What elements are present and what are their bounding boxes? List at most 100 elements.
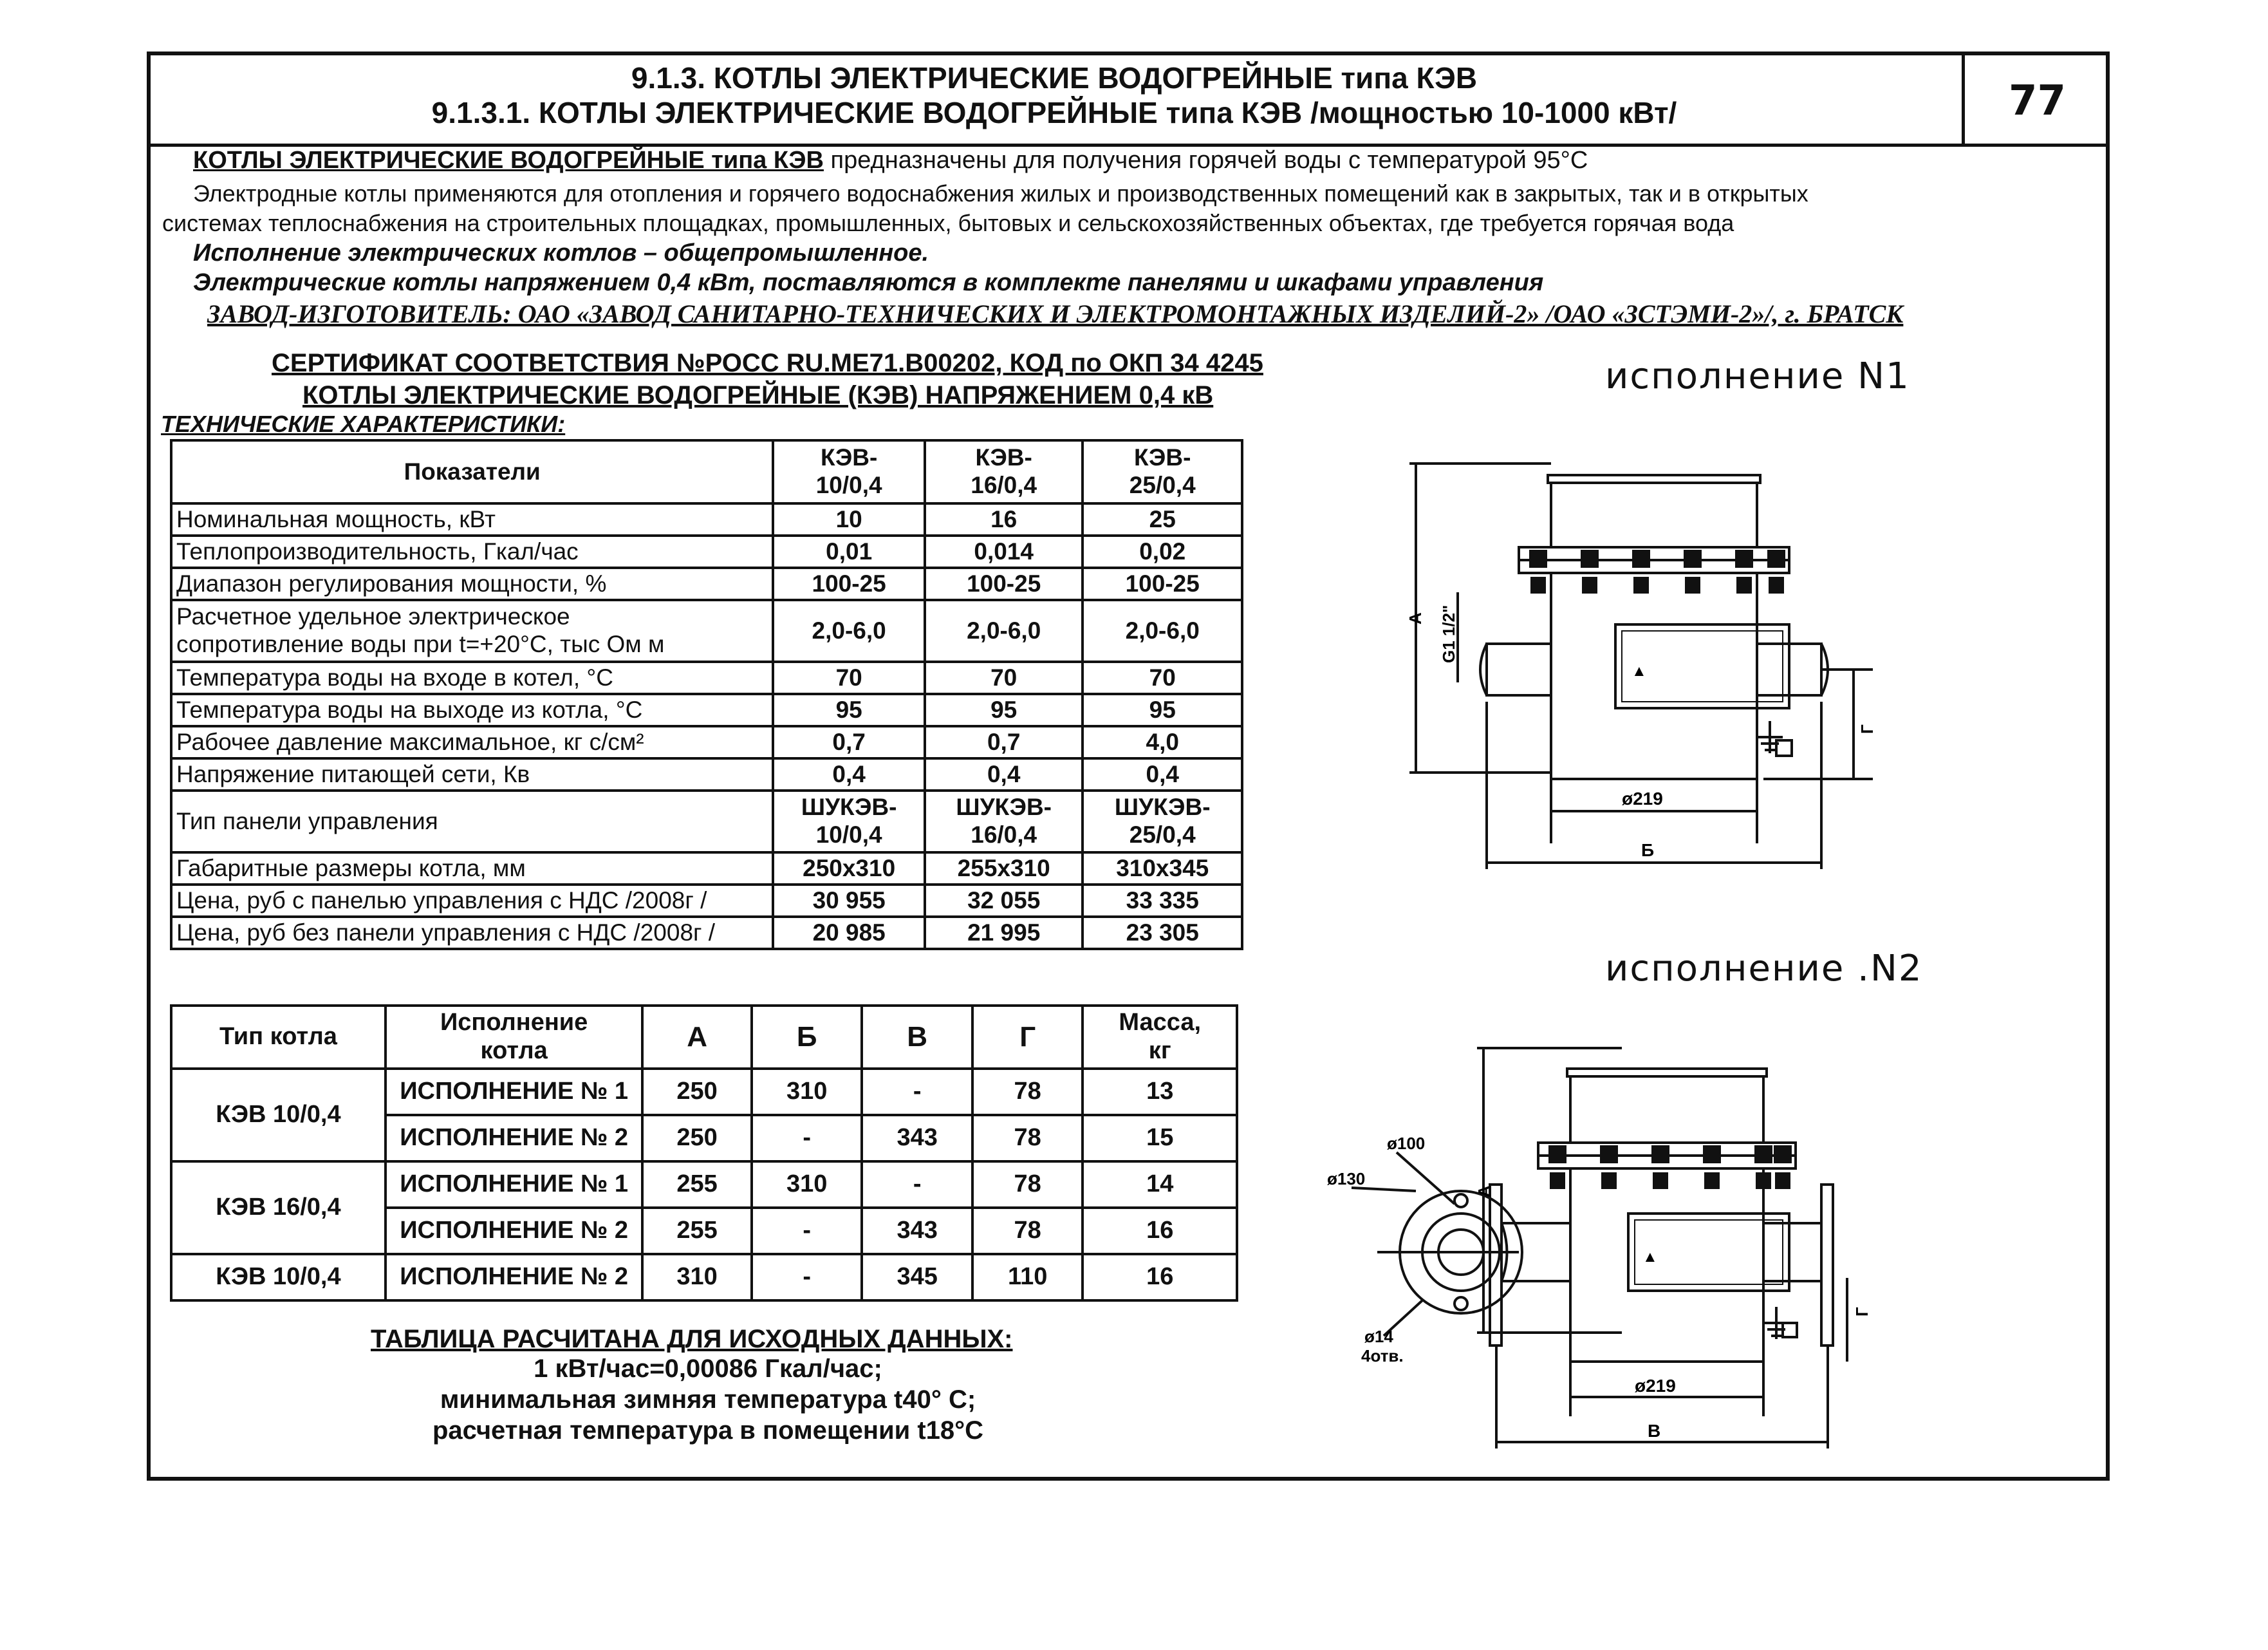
dims-cell: 13 xyxy=(1081,1067,1238,1116)
bolt-icon xyxy=(1632,550,1650,568)
dims-cell: 310 xyxy=(750,1160,864,1209)
specs-cell: 33 335 xyxy=(1081,883,1243,918)
bolt-icon xyxy=(1651,1145,1669,1163)
dim-label-d100: ø100 xyxy=(1387,1134,1425,1153)
dims-cell: 255 xyxy=(641,1206,753,1255)
dims-cell: 310 xyxy=(750,1067,864,1116)
bolt-icon xyxy=(1685,577,1700,594)
specs-cell: 100-25 xyxy=(923,567,1084,601)
specs-col-kev16: КЭВ- 16/0,4 xyxy=(923,439,1084,505)
dims-cell: 78 xyxy=(971,1114,1084,1163)
dims-col-type: Тип котла xyxy=(170,1004,387,1070)
specs-cell: 0,4 xyxy=(772,757,926,792)
left-flange xyxy=(1489,1183,1503,1347)
dim-label-d14: ø14 xyxy=(1364,1327,1393,1346)
specs-header-row: Показатели КЭВ- 10/0,4 КЭВ- 16/0,4 КЭВ- … xyxy=(169,439,1243,505)
specs-cell: ШУКЭВ- 16/0,4 xyxy=(923,789,1084,854)
specs-cell: 95 xyxy=(923,693,1084,727)
dim-label-g112: G1 1/2" xyxy=(1439,605,1458,663)
specs-cell: 32 055 xyxy=(923,883,1084,918)
specs-cell: 0,7 xyxy=(923,725,1084,760)
specs-cell: 70 xyxy=(772,661,926,695)
dims-cell: 110 xyxy=(971,1253,1084,1302)
dims-cell: ИСПОЛНЕНИЕ № 2 xyxy=(384,1253,644,1302)
bolt-icon xyxy=(1756,1172,1771,1189)
specs-col-param: Показатели xyxy=(169,439,775,505)
dims-cell: - xyxy=(750,1114,864,1163)
bolt-icon xyxy=(1704,1172,1720,1189)
dim-label-219: ø219 xyxy=(1622,789,1663,809)
variant-1-label: исполнение N1 xyxy=(1605,355,1910,397)
dim-label-g: Г xyxy=(1857,724,1877,734)
bolt-icon xyxy=(1550,1172,1565,1189)
intro-line-4: Исполнение электрических котлов – общепр… xyxy=(193,239,929,267)
specs-row-label: Тип панели управления xyxy=(169,789,775,854)
top-cover xyxy=(1547,474,1761,484)
dim-label-4otv: 4отв. xyxy=(1361,1346,1404,1365)
dims-cell: 250 xyxy=(641,1067,753,1116)
specs-cell: 0,01 xyxy=(772,534,926,569)
specs-cell: 30 955 xyxy=(772,883,926,918)
dims-cell: ИСПОЛНЕНИЕ № 2 xyxy=(384,1206,644,1255)
specs-row-label: Температура воды на входе в котел, °С xyxy=(169,661,775,695)
specs-cell: 23 305 xyxy=(1081,915,1243,950)
specs-cell: ШУКЭВ- 25/0,4 xyxy=(1081,789,1243,854)
dims-col-g: Г xyxy=(971,1004,1084,1070)
dims-cell: 343 xyxy=(860,1114,974,1163)
bolt-icon xyxy=(1775,1172,1790,1189)
intro-line-2: Электродные котлы применяются для отопле… xyxy=(193,180,1808,207)
specs-cell: 100-25 xyxy=(772,567,926,601)
bolt-icon xyxy=(1633,577,1649,594)
dims-cell: 14 xyxy=(1081,1160,1238,1209)
dim-label-219: ø219 xyxy=(1635,1376,1676,1396)
dims-cell: 78 xyxy=(971,1206,1084,1255)
intro-head: КОТЛЫ ЭЛЕКТРИЧЕСКИЕ ВОДОГРЕЙНЫЕ типа КЭВ xyxy=(193,147,824,174)
nameplate xyxy=(1614,623,1790,709)
specs-cell: 0,02 xyxy=(1081,534,1243,569)
dims-cell: 16 xyxy=(1081,1253,1238,1302)
manufacturer-line: ЗАВОД-ИЗГОТОВИТЕЛЬ: ОАО «ЗАВОД САНИТАРНО… xyxy=(207,299,1904,328)
page-header: 9.1.3. КОТЛЫ ЭЛЕКТРИЧЕСКИЕ ВОДОГРЕЙНЫЕ т… xyxy=(147,52,2110,147)
bolt-icon xyxy=(1684,550,1702,568)
bolt-icon xyxy=(1581,550,1599,568)
specs-cell: 2,0-6,0 xyxy=(772,599,926,663)
dims-cell: - xyxy=(750,1253,864,1302)
subsection-title: 9.1.3.1. КОТЛЫ ЭЛЕКТРИЧЕСКИЕ ВОДОГРЕЙНЫЕ… xyxy=(431,96,1677,129)
warning-triangle-icon: ▲ xyxy=(1631,662,1647,680)
specs-cell: 0,7 xyxy=(772,725,926,760)
inlet-pipe xyxy=(1485,642,1552,697)
intro-line-3: системах теплоснабжения на строительных … xyxy=(162,210,1734,236)
dims-header-row: Тип котла Исполнение котла А Б В Г Масса… xyxy=(170,1004,1238,1070)
specs-row: Расчетное удельное электрическое сопроти… xyxy=(169,599,1243,663)
dim-label-d130: ø130 xyxy=(1327,1169,1365,1188)
boiler-voltage-line: КОТЛЫ ЭЛЕКТРИЧЕСКИЕ ВОДОГРЕЙНЫЕ (КЭВ) НА… xyxy=(302,381,1214,409)
dims-cell: ИСПОЛНЕНИЕ № 2 xyxy=(384,1114,644,1163)
specs-row-label: Напряжение питающей сети, Кв xyxy=(169,757,775,792)
bolt-icon xyxy=(1735,550,1753,568)
dims-cell: ИСПОЛНЕНИЕ № 1 xyxy=(384,1160,644,1209)
boiler-drawing-variant-2: А ø100 ø130 ø14 4отв. Г ø219 В ▲ xyxy=(1327,1047,1872,1448)
right-pipe xyxy=(1762,1222,1823,1282)
specs-row-label: Габаритные размеры котла, мм xyxy=(169,851,775,886)
notes-title: ТАБЛИЦА РАСЧИТАНА ДЛЯ ИСХОДНЫХ ДАННЫХ: xyxy=(371,1325,1013,1353)
bolt-icon xyxy=(1600,1145,1618,1163)
dims-cell: ИСПОЛНЕНИЕ № 1 xyxy=(384,1067,644,1116)
bolt-icon xyxy=(1703,1145,1721,1163)
dims-type-cell: КЭВ 10/0,4 xyxy=(170,1067,387,1163)
dims-cell: 343 xyxy=(860,1206,974,1255)
specs-col-kev10: КЭВ- 10/0,4 xyxy=(772,439,926,505)
section-title: 9.1.3. КОТЛЫ ЭЛЕКТРИЧЕСКИЕ ВОДОГРЕЙНЫЕ т… xyxy=(631,61,1478,95)
dims-cell: 250 xyxy=(641,1114,753,1163)
dims-cell: - xyxy=(860,1160,974,1209)
page-number: 77 xyxy=(2008,77,2067,125)
bolt-icon xyxy=(1769,577,1784,594)
boiler-body xyxy=(1550,572,1758,780)
specs-cell: 2,0-6,0 xyxy=(923,599,1084,663)
notes-line-3: расчетная температура в помещении t18°С xyxy=(432,1416,984,1445)
